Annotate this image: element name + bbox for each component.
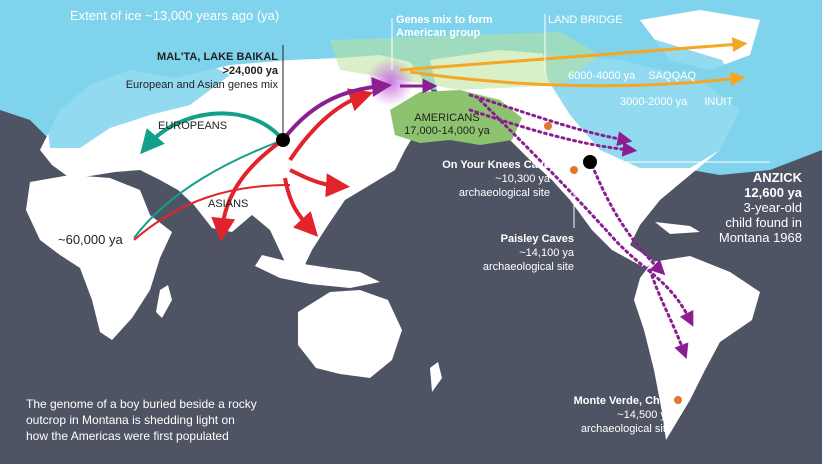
madagascar [156, 285, 172, 318]
land-bridge-label: LAND BRIDGE [548, 14, 623, 26]
inuit-date: 3000-2000 ya [620, 96, 688, 108]
genes-mix-line2: American group [396, 27, 481, 39]
anzick-name: ANZICK [752, 170, 802, 185]
ice-over-north-america [540, 35, 745, 168]
genes-mix-glow [366, 58, 414, 106]
saqqaq-date: 6000-4000 ya [568, 70, 636, 82]
americans-route-interior2 [468, 108, 638, 157]
indonesia-islands [255, 255, 380, 288]
caption-line1: The genome of a boy buried beside a rock… [26, 397, 257, 411]
malta-desc: European and Asian genes mix [125, 79, 278, 91]
africa-date-label: ~60,000 ya [58, 232, 123, 247]
inuit-label: 3000-2000 ya INUIT [620, 96, 733, 109]
saqqaq-label: 6000-4000 ya SAQQAQ [568, 70, 696, 83]
anzick-desc2: child found in [725, 215, 802, 230]
caption-line2: outcrop in Montana is shedding light on [26, 413, 235, 427]
malta-name: MAL'TA, LAKE BAIKAL [157, 51, 278, 63]
americans-route-east [588, 158, 666, 276]
asians-arrow-east [289, 168, 350, 198]
americans-region [390, 90, 522, 145]
europeans-label: EUROPEANS [158, 120, 228, 132]
inuit-arrow [409, 70, 746, 88]
paisley-name: Paisley Caves [500, 233, 574, 245]
genes-mix-line1: Genes mix to form [396, 14, 493, 26]
paisley-date: ~14,100 ya [519, 247, 574, 259]
knees-date: ~10,300 ya [495, 173, 550, 185]
inuit-name: INUIT [704, 96, 734, 108]
americans-label: AMERICANS 17,000-14,000 ya [392, 112, 502, 138]
saqqaq-name: SAQQAQ [648, 70, 697, 82]
monte-verde-label: Monte Verde, Chile ~14,500 ya archaeolog… [574, 394, 672, 436]
anzick-desc1: 3-year-old [743, 200, 802, 215]
knees-name: On Your Knees Cave [442, 159, 550, 171]
americans-date: 17,000-14,000 ya [404, 125, 490, 137]
asians-arrow-south [211, 138, 285, 242]
anzick-desc3: Montana 1968 [718, 230, 802, 245]
caption-line3: how the Americas were first populated [26, 429, 229, 443]
asians-arrow-north [288, 88, 374, 162]
asians-label: ASIANS [208, 198, 249, 210]
monte-desc: archaeological site [580, 423, 672, 435]
caption: The genome of a boy buried beside a rock… [26, 396, 257, 444]
americans-route-coast [478, 98, 694, 327]
map-title: Extent of ice ~13,000 years ago (ya) [70, 8, 280, 23]
paisley-caves-marker [570, 166, 578, 174]
anzick-label: ANZICK 12,600 ya 3-year-old child found … [719, 170, 802, 245]
americans-name: AMERICANS [414, 112, 480, 124]
saqqaq-arrow [399, 37, 748, 72]
americans-route-interior [468, 93, 633, 147]
knees-cave-label: On Your Knees Cave ~10,300 ya archaeolog… [442, 158, 550, 200]
monte-name: Monte Verde, Chile [573, 395, 672, 407]
europeans-arrow [140, 111, 285, 155]
monte-date: ~14,500 ya [617, 409, 672, 421]
mixing-arrow [281, 76, 392, 142]
malta-label: MAL'TA, LAKE BAIKAL >24,000 ya European … [126, 50, 278, 92]
knees-cave-marker [544, 122, 552, 130]
malta-date: >24,000 ya [222, 65, 278, 77]
australia [298, 290, 402, 378]
paisley-caves-label: Paisley Caves ~14,100 ya archaeological … [483, 232, 574, 274]
anzick-date: 12,600 ya [744, 185, 802, 200]
caribbean-islands [655, 222, 700, 234]
anzick-site-marker [583, 155, 597, 169]
south-america-landmass [634, 256, 760, 440]
paisley-desc: archaeological site [482, 261, 574, 273]
monte-verde-marker [674, 396, 682, 404]
africa-landmass [26, 175, 172, 340]
new-zealand [430, 362, 442, 392]
malta-site-marker [276, 133, 290, 147]
japan [344, 140, 372, 195]
africa-asia-arrow [133, 184, 291, 241]
ice-over-eurasia [40, 50, 230, 148]
africa-europe-arrow [133, 139, 284, 239]
americans-route-south [648, 268, 689, 360]
genes-mix-label: Genes mix to form American group [396, 14, 493, 40]
knees-desc: archaeological site [458, 187, 550, 199]
